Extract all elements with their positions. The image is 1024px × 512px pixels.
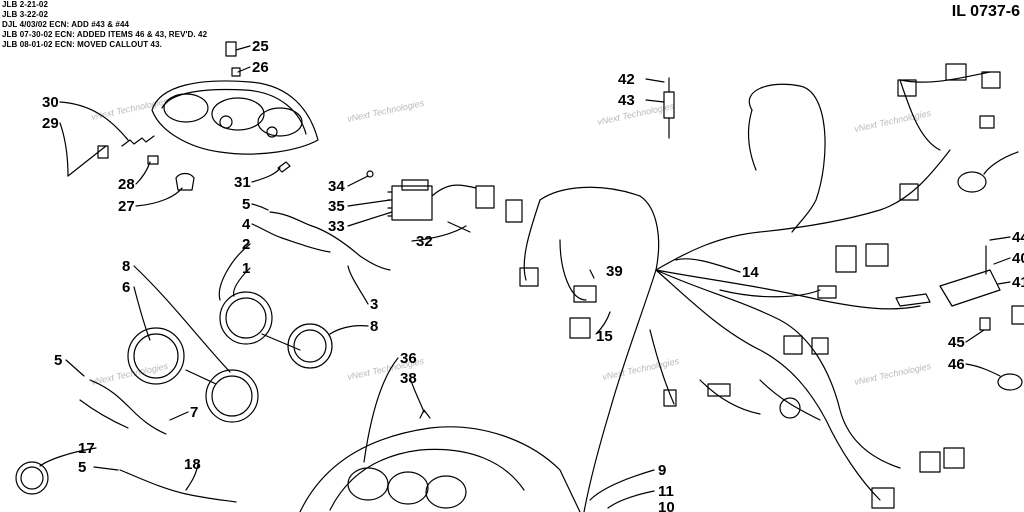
callout-2: 2 bbox=[242, 236, 250, 253]
dash-panel bbox=[299, 409, 581, 512]
ignition-module bbox=[895, 245, 1024, 391]
callout-11: 11 bbox=[658, 483, 674, 500]
callout-46: 46 bbox=[948, 356, 965, 373]
main-wiring-harness bbox=[523, 71, 991, 512]
watermark: vNext Technologies bbox=[853, 361, 932, 387]
callout-27: 27 bbox=[118, 198, 135, 215]
connector bbox=[899, 183, 919, 201]
callout-41: 41 bbox=[1012, 274, 1024, 291]
callout-14: 14 bbox=[742, 264, 759, 281]
callout-8-right: 8 bbox=[370, 318, 378, 335]
connector bbox=[811, 337, 829, 355]
callout-1: 1 bbox=[242, 260, 250, 277]
spring-part bbox=[121, 135, 155, 147]
callout-18: 18 bbox=[184, 456, 201, 473]
connector bbox=[663, 389, 677, 407]
callout-38: 38 bbox=[400, 370, 417, 387]
connector bbox=[919, 451, 941, 473]
bulb-socket-part bbox=[147, 155, 159, 165]
callout-9: 9 bbox=[658, 462, 666, 479]
callout-32: 32 bbox=[416, 233, 433, 250]
callout-36: 36 bbox=[400, 350, 417, 367]
bulb-part bbox=[277, 161, 291, 173]
callout-43: 43 bbox=[618, 92, 635, 109]
leader-lines bbox=[39, 45, 1019, 509]
callout-39: 39 bbox=[606, 263, 623, 280]
callout-25: 25 bbox=[252, 38, 269, 55]
voltage-regulator bbox=[366, 170, 523, 233]
callout-15: 15 bbox=[596, 328, 613, 345]
callout-17: 17 bbox=[78, 440, 95, 457]
callout-29: 29 bbox=[42, 115, 59, 132]
connector bbox=[871, 487, 895, 509]
callout-4: 4 bbox=[242, 216, 251, 233]
instrument-pod-housing bbox=[151, 80, 319, 155]
watermark: vNext Technologies bbox=[601, 356, 680, 382]
connector bbox=[835, 245, 857, 273]
callout-35: 35 bbox=[328, 198, 345, 215]
small-gauge bbox=[15, 461, 49, 495]
tachometer-gauge bbox=[127, 327, 259, 423]
connector bbox=[707, 383, 731, 397]
callout-6: 6 bbox=[122, 279, 130, 296]
callout-30: 30 bbox=[42, 94, 59, 111]
grommet-part bbox=[175, 172, 195, 191]
gauge-pigtail bbox=[281, 237, 331, 253]
connector bbox=[519, 267, 539, 287]
tab-part bbox=[97, 145, 109, 159]
connector bbox=[817, 285, 837, 299]
revision-note-1: JLB 2-21-02 bbox=[2, 0, 49, 9]
callout-7: 7 bbox=[190, 404, 198, 421]
callout-28: 28 bbox=[118, 176, 135, 193]
connector bbox=[979, 115, 995, 129]
callout-10: 10 bbox=[658, 499, 675, 512]
watermarks: vNext Technologies vNext Technologies vN… bbox=[90, 96, 932, 387]
revision-note-2: JLB 3-22-02 bbox=[2, 10, 49, 19]
connector bbox=[573, 285, 597, 303]
temperature-sensor bbox=[663, 77, 675, 139]
connector bbox=[943, 447, 965, 469]
callout-34: 34 bbox=[328, 178, 345, 195]
gauge-pigtail bbox=[79, 399, 129, 429]
gauge-pigtail bbox=[269, 211, 391, 271]
gauge-pigtail bbox=[119, 469, 237, 503]
callout-40: 40 bbox=[1012, 250, 1024, 267]
callout-44: 44 bbox=[1012, 229, 1024, 246]
gauge-pigtail bbox=[89, 379, 167, 435]
connector bbox=[569, 317, 591, 339]
speedometer-gauge bbox=[219, 291, 333, 369]
connector bbox=[981, 71, 1001, 89]
revision-note-3: DJL 4/03/02 ECN: ADD #43 & #44 bbox=[2, 20, 130, 29]
callout-26: 26 bbox=[252, 59, 269, 76]
callout-8-left: 8 bbox=[122, 258, 130, 275]
revision-note-4: JLB 07-30-02 ECN: ADDED ITEMS 46 & 43, R… bbox=[2, 30, 208, 39]
callout-31: 31 bbox=[234, 174, 251, 191]
revision-note-5: JLB 08-01-02 ECN: MOVED CALLOUT 43. bbox=[2, 40, 162, 49]
callout-5-upper: 5 bbox=[242, 196, 250, 213]
callout-3: 3 bbox=[370, 296, 378, 313]
clamp-ring bbox=[957, 171, 987, 193]
drawing-id: IL 0737-6 bbox=[951, 3, 1020, 20]
callout-45: 45 bbox=[948, 334, 965, 351]
clip-part bbox=[231, 67, 241, 77]
connector bbox=[783, 335, 803, 355]
bracket-part bbox=[225, 41, 237, 57]
connector bbox=[779, 397, 801, 419]
callout-42: 42 bbox=[618, 71, 635, 88]
rod-part bbox=[67, 145, 107, 177]
connector bbox=[897, 79, 917, 97]
watermark: vNext Technologies bbox=[346, 98, 425, 124]
callout-5-lower: 5 bbox=[78, 459, 86, 476]
callout-33: 33 bbox=[328, 218, 345, 235]
connector bbox=[865, 243, 889, 267]
callout-5-middle: 5 bbox=[54, 352, 62, 369]
callout-labels: 25 26 30 29 28 27 31 34 35 33 32 42 43 5… bbox=[42, 38, 1024, 512]
connector bbox=[945, 63, 967, 81]
